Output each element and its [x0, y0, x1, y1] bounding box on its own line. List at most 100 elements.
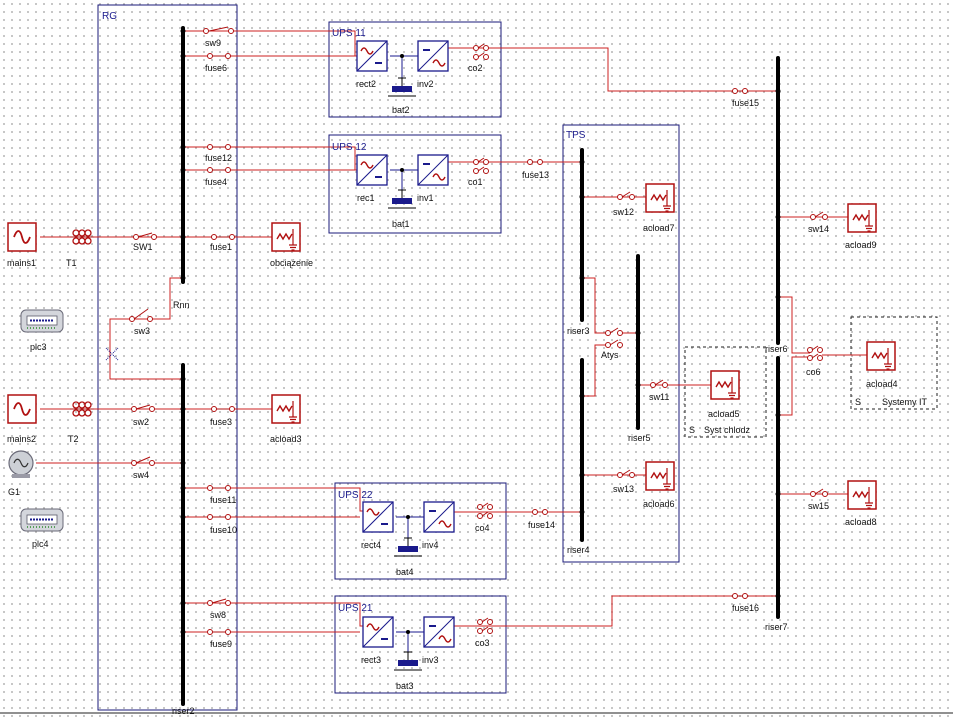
switch-sw2[interactable]	[131, 404, 155, 412]
sw13-label: sw13	[613, 484, 634, 494]
ups21-title: UPS 21	[338, 603, 373, 614]
g1-generator-icon[interactable]	[8, 450, 34, 478]
inv2-icon[interactable]	[417, 40, 449, 72]
inv1-icon[interactable]	[417, 154, 449, 186]
mains1-icon[interactable]	[7, 222, 37, 252]
inv3-label: inv3	[422, 655, 439, 665]
switch-sw8[interactable]	[207, 598, 231, 606]
ups22-frame	[334, 482, 507, 580]
bat3-label: bat3	[396, 681, 414, 691]
switch-sw12[interactable]	[617, 191, 635, 200]
co3-label: co3	[475, 638, 490, 648]
acload9-load-icon[interactable]	[847, 203, 877, 233]
fuse-fuse11[interactable]	[207, 485, 231, 491]
sw1-label: SW1	[133, 242, 153, 252]
acload5-load-icon[interactable]	[710, 370, 740, 400]
rg-title: RG	[102, 11, 117, 22]
rect1-icon[interactable]	[356, 154, 388, 186]
t1-transformer-icon[interactable]	[69, 229, 95, 245]
busbars	[180, 26, 781, 706]
switch-atys[interactable]	[605, 327, 623, 348]
acload6-load-icon[interactable]	[645, 461, 675, 491]
fuse4-label: fuse4	[205, 177, 227, 187]
acload4-load-icon[interactable]	[866, 341, 896, 371]
switch-co6[interactable]	[807, 345, 823, 361]
systemy-it-frame	[850, 316, 938, 410]
fuse-fuse3[interactable]	[211, 406, 235, 412]
switch-sw14[interactable]	[810, 211, 828, 220]
riser5-label: riser5	[628, 433, 651, 443]
inv2-label: inv2	[417, 79, 434, 89]
switch-sw4[interactable]	[131, 456, 155, 466]
fuse-fuse16[interactable]	[732, 593, 748, 599]
rnn-label: Rnn	[173, 300, 190, 310]
t2-transformer-icon[interactable]	[69, 401, 95, 417]
switch-symbols	[129, 26, 828, 635]
switch-co1[interactable]	[473, 157, 489, 174]
ups12-frame	[328, 134, 502, 234]
s-syst-chlodz-label: S	[689, 425, 695, 435]
fuse15-label: fuse15	[732, 98, 759, 108]
syst-chlodz-frame	[684, 346, 767, 438]
switch-sw9[interactable]	[203, 26, 234, 34]
bat2-label: bat2	[392, 105, 410, 115]
mains2-icon[interactable]	[7, 394, 37, 424]
fuse-fuse6[interactable]	[207, 53, 231, 59]
rect3-icon[interactable]	[362, 616, 394, 648]
inv4-label: inv4	[422, 540, 439, 550]
switch-sw3[interactable]	[129, 308, 153, 322]
co2-label: co2	[468, 63, 483, 73]
fuse11-label: fuse11	[210, 495, 236, 505]
acload8-load-icon[interactable]	[847, 480, 877, 510]
ups21-frame	[334, 595, 507, 694]
rect2-label: rect2	[356, 79, 376, 89]
switch-sw15[interactable]	[810, 488, 828, 497]
bat3-battery-icon	[393, 651, 423, 671]
riser2-label: riser2	[172, 706, 195, 716]
switch-sw13[interactable]	[617, 469, 635, 478]
plc3-label: plc3	[30, 342, 47, 352]
rect4-icon[interactable]	[362, 501, 394, 533]
bat1-battery-icon	[387, 189, 417, 209]
fuse6-label: fuse6	[205, 63, 227, 73]
fuse3-label: fuse3	[210, 417, 232, 427]
fuse-fuse12[interactable]	[207, 144, 231, 150]
acload5-label: acload5	[708, 409, 740, 419]
switch-sw1[interactable]	[133, 232, 157, 240]
fuse-fuse4[interactable]	[207, 167, 231, 173]
fuse-fuse10[interactable]	[207, 514, 231, 520]
rect4-label: rect4	[361, 540, 381, 550]
inv3-icon[interactable]	[423, 616, 455, 648]
fuse-fuse13[interactable]	[527, 159, 543, 165]
fuse-fuse15[interactable]	[732, 88, 748, 94]
co4-label: co4	[475, 523, 490, 533]
obciazenie-load-icon[interactable]	[271, 222, 301, 252]
rect2-icon[interactable]	[356, 40, 388, 72]
fuse-fuse14[interactable]	[532, 509, 548, 515]
s-systemy-it-label: S	[855, 397, 861, 407]
acload7-load-icon[interactable]	[645, 183, 675, 213]
fuse-fuse1[interactable]	[211, 234, 235, 240]
ups22-title: UPS 22	[338, 490, 373, 501]
fuse-fuse9[interactable]	[207, 629, 231, 635]
acload3-load-icon[interactable]	[271, 394, 301, 424]
plc4-icon[interactable]	[20, 508, 64, 532]
acload8-label: acload8	[845, 517, 877, 527]
plc3-icon[interactable]	[20, 309, 64, 333]
riser4-label: riser4	[567, 545, 590, 555]
switch-sw11[interactable]	[650, 379, 668, 388]
syst-chlodz-label: Syst chlodz	[704, 425, 751, 435]
sw4-label: sw4	[133, 470, 149, 480]
switch-co4[interactable]	[477, 502, 493, 519]
sw3-label: sw3	[134, 326, 150, 336]
inv4-icon[interactable]	[423, 501, 455, 533]
wires	[36, 30, 869, 654]
sw15-label: sw15	[808, 501, 829, 511]
switch-co2[interactable]	[473, 43, 489, 60]
switch-co3[interactable]	[477, 617, 493, 634]
frames	[0, 4, 953, 714]
sw8-label: sw8	[210, 610, 226, 620]
plc4-label: plc4	[32, 539, 49, 549]
ups11-frame	[328, 21, 502, 118]
riser6-label: riser6	[765, 344, 788, 354]
